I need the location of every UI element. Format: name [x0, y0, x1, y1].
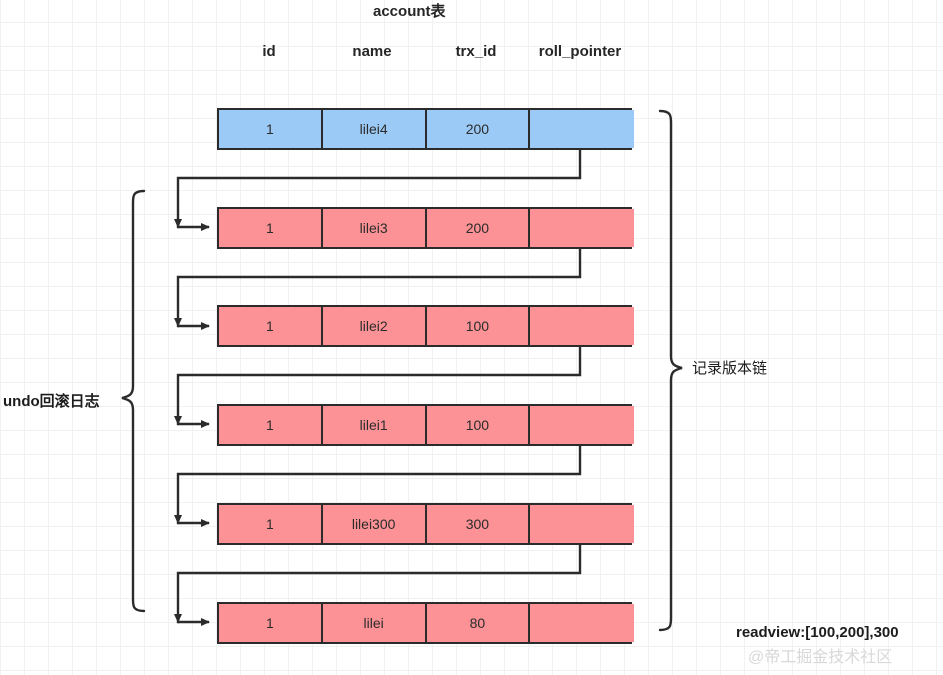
cell-roll-pointer [530, 406, 634, 444]
column-header-roll-pointer: roll_pointer [538, 43, 622, 60]
table-row[interactable]: 1 lilei2 100 [217, 305, 634, 347]
cell-name: lilei300 [322, 505, 427, 543]
column-header-id: id [262, 43, 276, 60]
cell-trx-id: 200 [426, 209, 531, 247]
cell-id: 1 [219, 505, 323, 543]
cell-id: 1 [219, 307, 323, 345]
cell-name: lilei4 [322, 110, 427, 148]
table-row[interactable]: 1 lilei1 100 [217, 404, 634, 446]
watermark: @帝工掘金技术社区 [748, 649, 893, 666]
version-chain-label: 记录版本链 [692, 360, 768, 377]
cell-name: lilei2 [322, 307, 427, 345]
table-row[interactable]: 1 lilei3 200 [217, 207, 634, 249]
cell-name: lilei [322, 604, 427, 642]
table-row[interactable]: 1 lilei4 200 [217, 108, 634, 150]
cell-name: lilei1 [322, 406, 427, 444]
cell-name: lilei3 [322, 209, 427, 247]
cell-roll-pointer [530, 307, 634, 345]
left-brace [121, 189, 146, 613]
cell-trx-id: 100 [426, 406, 531, 444]
table-row[interactable]: 1 lilei 80 [217, 602, 634, 644]
page-title: account表 [373, 3, 446, 20]
cell-roll-pointer [530, 209, 634, 247]
cell-id: 1 [219, 406, 323, 444]
cell-roll-pointer [530, 110, 634, 148]
cell-trx-id: 200 [426, 110, 531, 148]
cell-roll-pointer [530, 505, 634, 543]
cell-id: 1 [219, 110, 323, 148]
undo-log-label: undo回滚日志 [3, 393, 100, 410]
column-header-trx-id: trx_id [455, 43, 497, 60]
table-row[interactable]: 1 lilei300 300 [217, 503, 634, 545]
cell-trx-id: 80 [426, 604, 531, 642]
right-brace [658, 109, 683, 632]
readview-label: readview:[100,200],300 [736, 624, 899, 641]
cell-id: 1 [219, 209, 323, 247]
cell-trx-id: 300 [426, 505, 531, 543]
cell-id: 1 [219, 604, 323, 642]
column-header-name: name [352, 43, 392, 60]
cell-trx-id: 100 [426, 307, 531, 345]
cell-roll-pointer [530, 604, 634, 642]
